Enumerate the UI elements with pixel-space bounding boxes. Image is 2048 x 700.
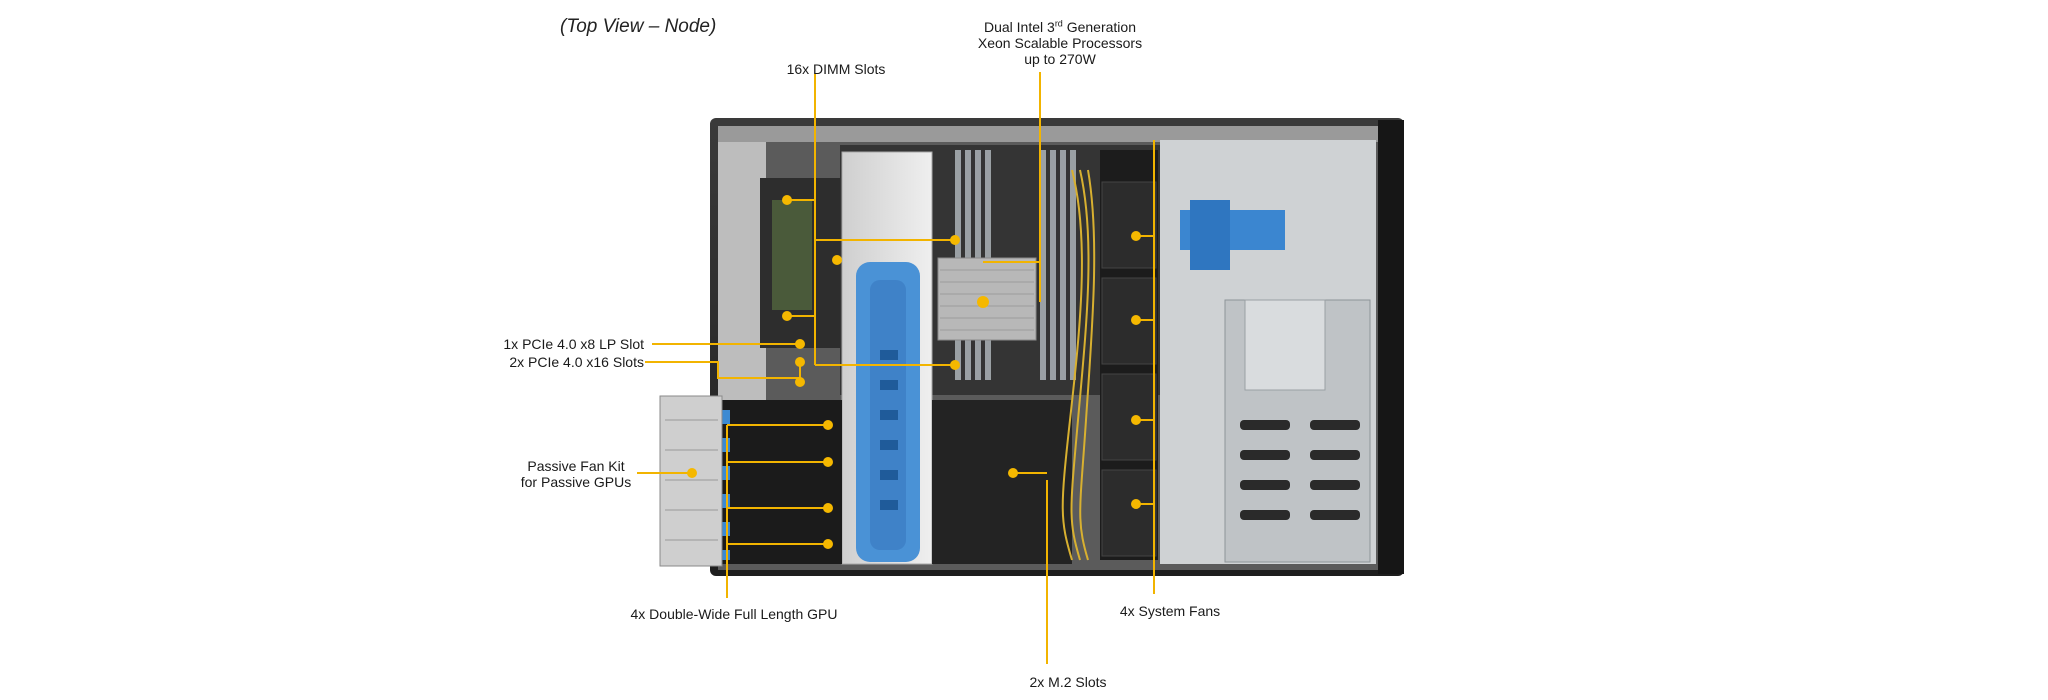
gpu-bay: [720, 400, 842, 564]
dot-dimm-2: [832, 255, 842, 265]
dot-fan-3: [1131, 415, 1141, 425]
label-pcie-x16: 2x PCIe 4.0 x16 Slots: [509, 354, 644, 370]
passive-fan-kit: [659, 395, 723, 567]
dot-m2: [1008, 468, 1018, 478]
label-system-fans: 4x System Fans: [1119, 603, 1221, 619]
dot-pcie-x16-1: [795, 357, 805, 367]
dot-dimm-3: [782, 311, 792, 321]
drive-carrier: [1244, 299, 1326, 391]
dot-fan-kit: [687, 468, 697, 478]
dot-dimm-4: [950, 235, 960, 245]
dot-dimm-1: [782, 195, 792, 205]
dot-gpu-2: [823, 457, 833, 467]
dot-fan-4: [1131, 499, 1141, 509]
dot-dimm-5: [950, 360, 960, 370]
dot-gpu-3: [823, 503, 833, 513]
dot-fan-2: [1131, 315, 1141, 325]
label-pcie-lp: 1x PCIe 4.0 x8 LP Slot: [503, 336, 644, 352]
label-dimm-slots: 16x DIMM Slots: [786, 61, 886, 77]
system-fan-1: [1101, 181, 1157, 269]
label-processors: Dual Intel 3rd Generation Xeon Scalable …: [977, 18, 1143, 67]
system-fan-2: [1101, 277, 1157, 365]
cable-bundle: [1061, 169, 1096, 561]
dot-pcie-x16-2: [795, 377, 805, 387]
label-m2-slots: 2x M.2 Slots: [1029, 674, 1107, 690]
view-title: (Top View – Node): [560, 16, 717, 37]
dot-cpu: [977, 296, 989, 308]
chassis-side-panel: [1378, 120, 1404, 574]
dot-gpu-1: [823, 420, 833, 430]
dot-pcie-lp: [795, 339, 805, 349]
dot-gpu-4: [823, 539, 833, 549]
top-cover-strip: [718, 126, 1378, 142]
label-passive-fan-kit: Passive Fan Kit for Passive GPUs: [520, 458, 632, 490]
system-fan-4: [1101, 469, 1157, 557]
center-baffle: [932, 400, 1072, 564]
dot-fan-1: [1131, 231, 1141, 241]
system-fan-3: [1101, 373, 1157, 461]
pcie-card: [772, 200, 812, 310]
label-gpu: 4x Double-Wide Full Length GPU: [630, 606, 838, 622]
